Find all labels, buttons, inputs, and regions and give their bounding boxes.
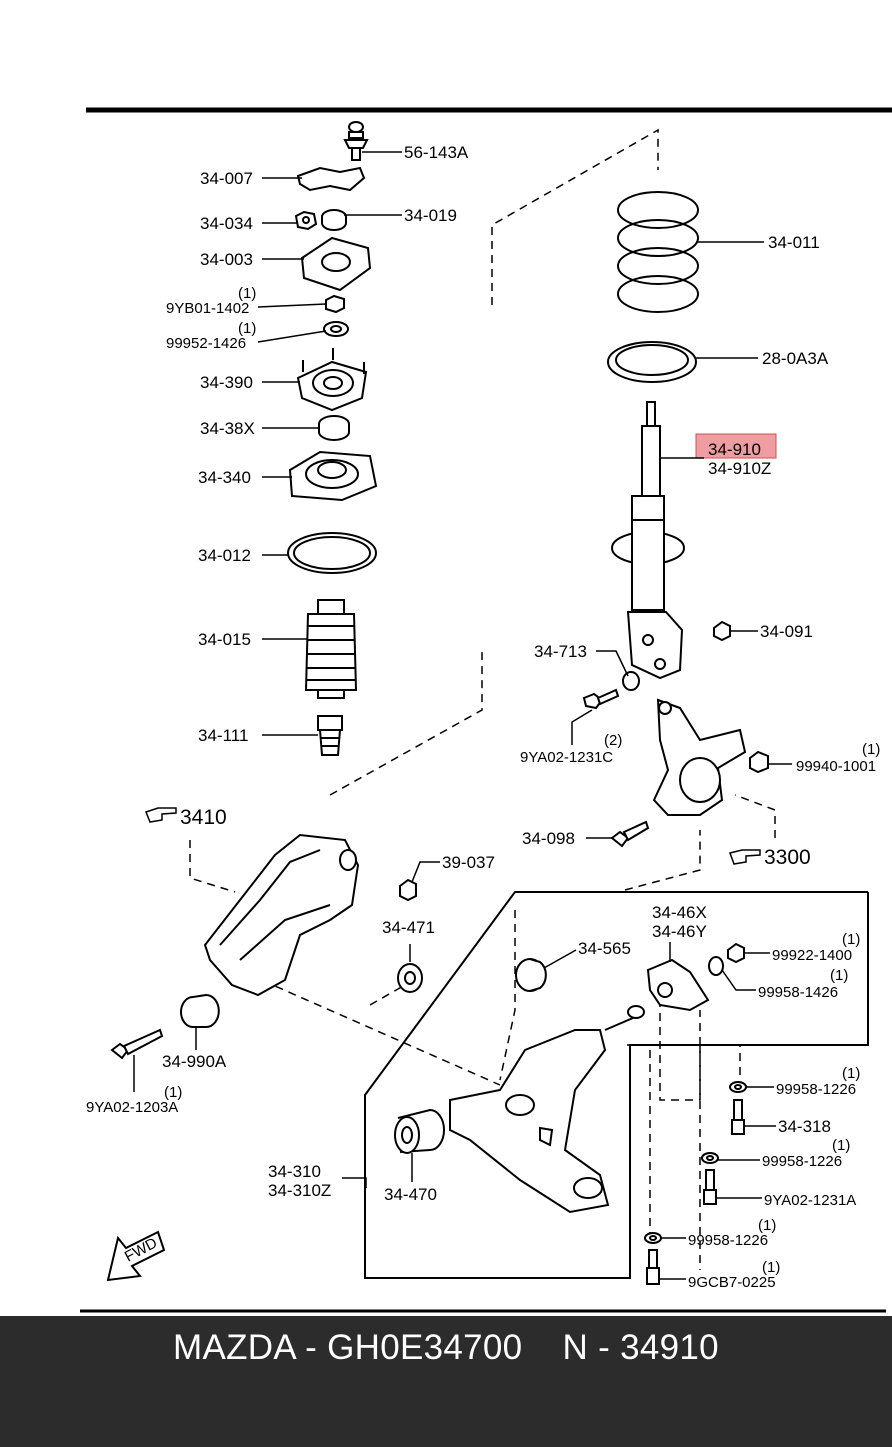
pointing-hand-icon-3300 [729, 849, 761, 865]
ref-3300: 3300 [764, 846, 811, 869]
label-99958-1226-c: 99958-1226 [688, 1232, 768, 1249]
qty-99952-1426: (1) [238, 320, 256, 337]
qty-99958-1426: (1) [830, 967, 848, 984]
bracket-34-007 [296, 166, 366, 192]
nut-39-037 [399, 878, 417, 902]
washer-99958-1226-b [701, 1152, 719, 1164]
label-34-098: 34-098 [522, 829, 575, 848]
nut-34-091 [713, 620, 731, 642]
coil-spring-34-011 [617, 191, 699, 313]
nut-34-034 [294, 210, 318, 231]
label-56-143A: 56-143A [404, 143, 469, 162]
label-34-034: 34-034 [200, 214, 253, 233]
part-number-footer: MAZDA - GH0E34700 N - 34910 [0, 1316, 892, 1447]
ref-3410: 3410 [180, 806, 227, 829]
label-34-015: 34-015 [198, 630, 251, 649]
bolt-9YA02-1231A [703, 1169, 717, 1205]
label-34-310: 34-310 [268, 1162, 321, 1181]
label-34-340: 34-340 [198, 468, 251, 487]
bearing-34-38X [318, 415, 350, 441]
qty-99958-1226-b: (1) [832, 1137, 850, 1154]
label-34-012: 34-012 [198, 546, 251, 565]
washer-99958-1426 [708, 956, 724, 976]
label-39-037: 39-037 [442, 853, 495, 872]
label-99958-1226-a: 99958-1226 [776, 1081, 856, 1098]
bushing-34-470 [394, 1108, 445, 1154]
label-34-011: 34-011 [768, 233, 820, 252]
qty-99922-1400: (1) [842, 931, 860, 948]
label-9YB01-1402: 9YB01-1402 [166, 300, 249, 317]
boot-34-015 [304, 599, 358, 699]
washer-99952-1426 [323, 321, 349, 337]
label-34-910Z: 34-910Z [708, 459, 771, 478]
pointing-hand-icon-3410 [145, 807, 177, 823]
bolt-34-098 [610, 820, 650, 848]
label-99958-1426: 99958-1426 [758, 984, 838, 1001]
label-9YA02-1231C: 9YA02-1231C [520, 749, 613, 766]
subframe-3410 [203, 833, 360, 997]
bolt-9YA02-1203A [110, 1028, 164, 1060]
label-34-471: 34-471 [382, 918, 435, 937]
label-34-318: 34-318 [778, 1117, 831, 1136]
washer-99958-1226-a [729, 1081, 747, 1093]
highlight-box [695, 433, 777, 459]
plate-34-003 [300, 236, 372, 292]
label-34-111: 34-111 [198, 726, 248, 745]
spring-seat-28-0A3A [607, 341, 697, 383]
label-99922-1400: 99922-1400 [772, 947, 852, 964]
qty-99958-1226-a: (1) [842, 1065, 860, 1082]
label-34-310Z: 34-310Z [268, 1181, 331, 1200]
label-34-390: 34-390 [200, 373, 253, 392]
label-34-38X: 34-38X [200, 419, 255, 438]
qty-99958-1226-c: (1) [758, 1217, 776, 1234]
label-34-019: 34-019 [404, 206, 457, 225]
nut-99940-1001 [749, 750, 769, 774]
label-99940-1001: 99940-1001 [796, 758, 876, 775]
qty-9YA02-1231C: (2) [604, 732, 622, 749]
label-99958-1226-b: 99958-1226 [762, 1153, 842, 1170]
qty-9GCB7-0225: (1) [762, 1259, 780, 1276]
seat-34-340 [288, 450, 378, 502]
qty-99940-1001: (1) [862, 741, 880, 758]
bracket-34-46X [646, 958, 710, 1012]
knuckle-3300 [652, 698, 747, 816]
bolt-34-318 [731, 1099, 745, 1135]
label-34-007: 34-007 [200, 169, 253, 188]
fwd-arrow-icon [106, 1230, 166, 1282]
bolt-56-143A [343, 121, 369, 161]
label-34-003: 34-003 [200, 250, 253, 269]
washer-99958-1226-c [644, 1232, 662, 1244]
footer-part-text: MAZDA - GH0E34700 N - 34910 [173, 1328, 719, 1367]
label-34-091: 34-091 [760, 622, 813, 641]
label-99952-1426: 99952-1426 [166, 335, 246, 352]
bushing-34-990A [180, 993, 220, 1028]
mount-34-390 [296, 348, 368, 412]
qty-9YA02-1203A: (1) [164, 1084, 182, 1101]
insulator-34-012 [287, 532, 377, 574]
nut-9YB01-1402 [325, 294, 345, 314]
label-34-470: 34-470 [384, 1185, 437, 1204]
label-34-565: 34-565 [578, 939, 631, 958]
bolt-9YA02-1231C [582, 688, 620, 710]
cap-34-019 [321, 209, 347, 231]
label-9YA02-1231A: 9YA02-1231A [764, 1192, 856, 1209]
strut-34-910 [611, 401, 685, 680]
label-9YA02-1203A: 9YA02-1203A [86, 1099, 178, 1116]
label-34-46X: 34-46X [652, 903, 707, 922]
label-9GCB7-0225: 9GCB7-0225 [688, 1274, 776, 1291]
washer-34-713 [622, 671, 640, 691]
label-34-990A: 34-990A [162, 1052, 227, 1071]
label-34-910: 34-910 [708, 440, 761, 459]
label-34-46Y: 34-46Y [652, 922, 707, 941]
lower-arm-34-310 [449, 1005, 645, 1214]
nut-99922-1400 [727, 942, 745, 964]
bushing-34-565 [515, 958, 547, 992]
bolt-9GCB7-0225 [646, 1249, 660, 1285]
label-34-713: 34-713 [534, 642, 587, 661]
bumper-34-111 [317, 715, 343, 756]
bushing-34-471 [397, 963, 423, 993]
qty-9YB01-1402: (1) [238, 285, 256, 302]
suspension-parts-diagram: FWD [80, 107, 892, 1313]
label-28-0A3A: 28-0A3A [762, 349, 829, 368]
